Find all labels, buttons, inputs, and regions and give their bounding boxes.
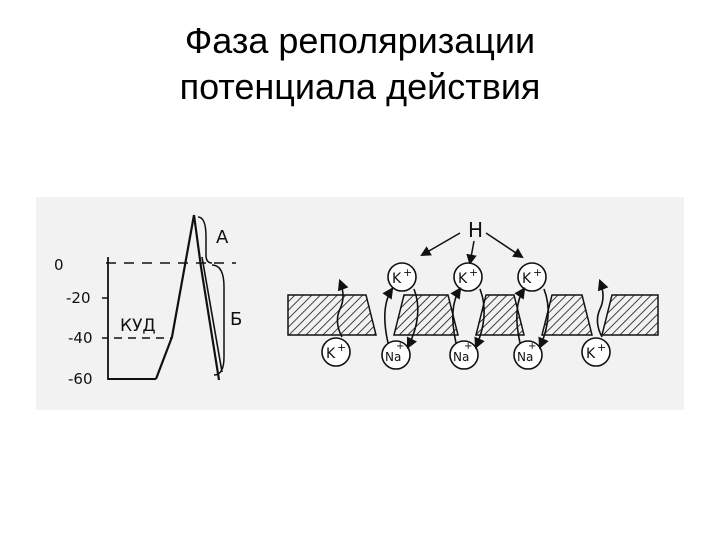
membrane-segment-1 [287,294,377,336]
membrane-diagram: Н K + K + K + K [287,218,659,370]
ion-k-outside-2-symbol: K [458,271,468,287]
phase-b-label: Б [230,309,242,330]
ion-na-inside-3: Na + [513,340,543,370]
membrane-segment-5 [601,294,659,336]
membrane-segment-4 [541,294,593,336]
channel-loop-3-out [514,287,526,344]
y-tick-minus-60: -60 [68,370,93,388]
ion-na-inside-2: Na + [449,340,479,370]
ion-k-outside-2: K + [453,262,483,292]
channel-loop-2-out [450,287,462,344]
channel-loop-1-out [382,287,394,344]
ion-k-inside-left-charge: + [337,341,346,354]
repolarization-figure: 0 -20 -40 -60 КУД А Б [54,214,659,388]
phase-a-bracket [197,216,213,264]
ion-k-outside-1: K + [387,262,417,292]
channel-loop-3-in [538,288,549,350]
ion-k-outside-3-symbol: K [522,271,532,287]
depolarization-curve [154,214,196,380]
k-efflux-arrow-left [336,278,349,338]
channel-loop-2-in [474,288,485,350]
membrane-segment-2 [393,294,459,336]
ion-k-outside-2-charge: + [469,266,478,279]
ion-k-outside-1-symbol: K [392,271,402,287]
y-tick-minus-40: -40 [68,329,93,347]
membrane-segment-3 [475,294,525,336]
ion-k-outside-3-charge: + [533,266,542,279]
action-potential-graph: 0 -20 -40 -60 КУД А Б [54,214,242,388]
channel-arrow-middle [466,240,477,266]
repolarization-curve-inner [201,256,223,373]
phase-a-label: А [216,227,229,248]
ion-na-inside-2-charge: + [464,341,472,352]
repolarization-curve [192,214,221,381]
ion-na-inside-3-charge: + [528,341,536,352]
channel-arrow-left [420,232,461,257]
ion-na-inside-1-charge: + [396,341,404,352]
ion-na-inside-1-symbol: Na [385,350,401,364]
threshold-label: КУД [120,316,156,336]
ion-k-inside-left-symbol: K [326,346,336,362]
ion-k-inside-left: K + [321,337,351,367]
channel-loop-1-in [406,288,419,350]
ion-k-outside-3: K + [517,262,547,292]
ion-na-inside-1: Na + [381,340,411,370]
y-tick-minus-20: -20 [66,289,91,307]
phase-b-bracket [211,264,225,376]
ion-k-inside-right-symbol: K [586,346,596,362]
channel-label: Н [468,218,483,242]
figure-panel: 0 -20 -40 -60 КУД А Б [36,197,684,410]
slide-title: Фаза реполяризации потенциала действия [120,18,600,110]
ion-k-inside-right: K + [581,337,611,367]
k-efflux-arrow-right [596,278,609,338]
channel-arrow-right [485,232,524,259]
ion-k-outside-1-charge: + [403,266,412,279]
title-line-1: Фаза реполяризации [184,20,536,61]
ion-k-inside-right-charge: + [597,341,606,354]
ion-na-inside-3-symbol: Na [517,350,533,364]
title-line-2: потенциала действия [179,66,541,107]
y-tick-0: 0 [54,256,64,274]
ion-na-inside-2-symbol: Na [453,350,469,364]
